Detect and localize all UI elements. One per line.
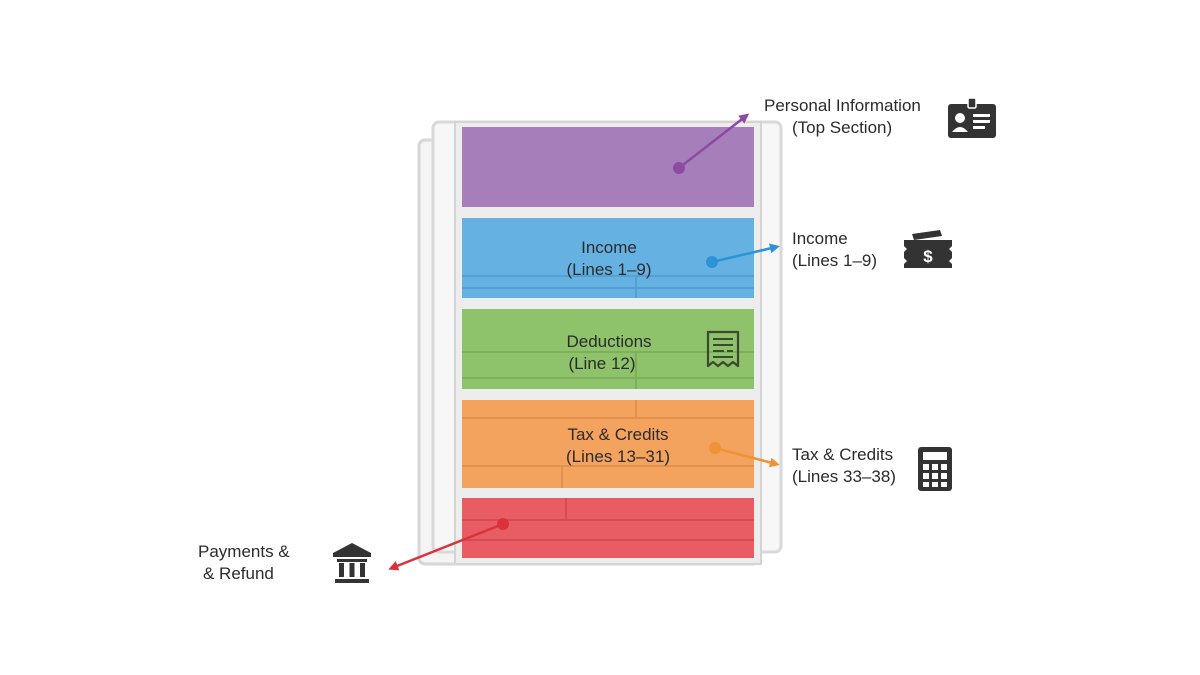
- arrow-income: [706, 243, 780, 268]
- money-icon: $: [904, 230, 952, 268]
- tax-section-title: Tax & Credits: [567, 425, 669, 444]
- arrow-payments: [388, 518, 509, 571]
- income-section: [462, 218, 754, 298]
- tax-section-lines: (Lines 13–31): [566, 447, 670, 466]
- callout-income-sub: (Lines 1–9): [792, 251, 878, 270]
- bank-icon: [333, 543, 371, 583]
- callout-income-title: Income: [792, 229, 848, 248]
- callout-payments-title: Payments &: [198, 542, 290, 561]
- income-section-title: Income: [581, 238, 637, 257]
- arrow-personal: [673, 113, 750, 174]
- arrow-tax: [709, 442, 780, 468]
- receipt-icon: [706, 330, 740, 368]
- callout-personal-title: Personal Information: [764, 96, 921, 115]
- callout-personal-sub: (Top Section): [792, 118, 893, 137]
- payments-section: [462, 498, 754, 558]
- deductions-section-lines: (Line 12): [568, 354, 636, 373]
- personal-section: [462, 127, 754, 207]
- callout-tax-sub: (Lines 33–38): [792, 467, 896, 486]
- deductions-section-title: Deductions: [566, 332, 652, 351]
- income-section-lines: (Lines 1–9): [566, 260, 652, 279]
- id-card-icon: [948, 97, 996, 138]
- calculator-icon: [918, 447, 952, 491]
- deductions-section: [462, 309, 754, 389]
- callout-tax-title: Tax & Credits: [792, 445, 894, 464]
- callout-payments-sub: & Refund: [203, 564, 274, 583]
- svg-text:$: $: [923, 247, 933, 266]
- tax-section: [462, 400, 754, 488]
